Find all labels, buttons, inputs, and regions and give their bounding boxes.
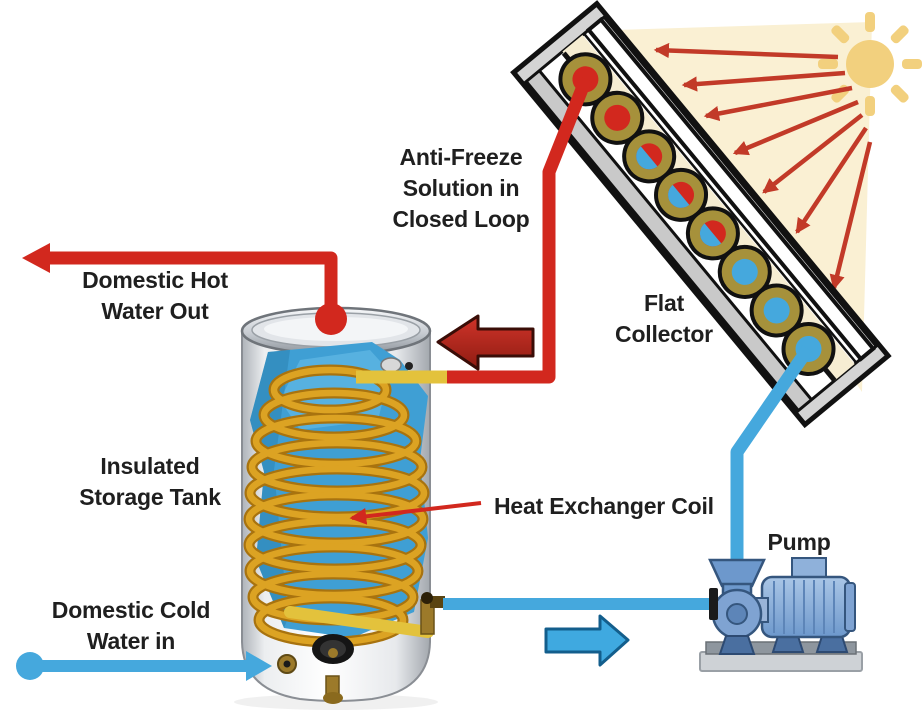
collector-tube-mixed [654, 167, 709, 222]
pump-label: Pump [754, 527, 844, 558]
sun-disc [846, 40, 894, 88]
pump-motor [760, 575, 852, 639]
solar-radiation-arrow [795, 126, 868, 234]
pump-volute-foot [718, 635, 756, 655]
anti-freeze-label-line1: Anti-Freeze [399, 144, 523, 170]
coil-loops-inner [245, 366, 428, 646]
brass-elbow-top [430, 596, 445, 608]
anti-freeze-label-line2: Solution in [402, 175, 520, 201]
flow-arrow-hot [436, 314, 535, 371]
pump-volute-hub [726, 603, 748, 625]
pump-motor-ribs [773, 580, 835, 634]
brass-valve [421, 592, 433, 604]
storage-tank-label: Insulated Storage Tank [45, 451, 255, 513]
tank-inlet-hole [283, 660, 291, 668]
solar-radiation-arrow [703, 85, 853, 122]
cold-pipe-collector-to-pump [730, 345, 814, 566]
tank-flange-bolt [328, 648, 338, 658]
flat-collector-label: Flat Collector [594, 288, 734, 350]
solar-radiation-arrows [653, 42, 873, 291]
solar-radiation-arrow [762, 113, 864, 194]
hot-water-out-arrowhead [22, 243, 50, 273]
solar-radiation-arrow [829, 141, 873, 291]
collector-tubes [558, 52, 836, 376]
pump-inlet-flange [709, 588, 718, 620]
pump-foot [815, 635, 849, 653]
tank-drain-cap [323, 692, 343, 704]
hot-water-out-label-line2: Water Out [101, 298, 209, 324]
storage-tank-label-line2: Storage Tank [79, 484, 221, 510]
heat-exchanger-coil-label: Heat Exchanger Coil [494, 491, 744, 522]
hot-water-out-pipe [46, 251, 338, 316]
anti-freeze-label-line3: Closed Loop [392, 206, 530, 232]
heat-exchanger-coil-label-text: Heat Exchanger Coil [494, 493, 714, 519]
hot-water-out-label-line1: Domestic Hot [82, 267, 228, 293]
hot-pipe-collector-to-tank [441, 76, 593, 384]
sun-icon [818, 12, 922, 116]
collector-tube-cold [749, 283, 804, 338]
solar-radiation-arrow [681, 70, 846, 92]
collector-glass [585, 16, 876, 362]
tank-sensor-dot [405, 362, 413, 370]
solar-radiation-arrow [732, 99, 859, 156]
pump-label-text: Pump [767, 529, 831, 555]
cold-water-in-label-line1: Domestic Cold [51, 597, 211, 623]
flat-collector-label-line1: Flat [643, 290, 685, 316]
solar-radiation-arrow [653, 42, 839, 60]
pump-foot [771, 635, 805, 653]
collector-glass-line [583, 32, 858, 364]
pump-motor-endcap [844, 582, 856, 632]
tank-top-connector-ball [315, 303, 347, 335]
cold-water-in-arrowhead [246, 651, 272, 681]
storage-tank [240, 306, 432, 704]
cold-water-in-label: Domestic Cold Water in [36, 595, 226, 657]
flat-collector-label-line2: Collector [615, 321, 713, 347]
storage-tank-label-line1: Insulated [100, 453, 200, 479]
cold-water-in-dot [16, 652, 44, 680]
pump-suction-funnel [708, 558, 766, 588]
coil-pointer-line [349, 501, 482, 525]
tank-thermostat-fitting [380, 357, 402, 373]
collector-tube-mixed [685, 206, 740, 261]
anti-freeze-label: Anti-Freeze Solution in Closed Loop [366, 142, 556, 235]
coil-outlet-pipe-yellow [284, 606, 434, 638]
cold-water-in-label-line2: Water in [86, 628, 176, 654]
hot-water-out-label: Domestic Hot Water Out [50, 265, 260, 327]
pump [699, 557, 863, 672]
flat-collector [510, 0, 892, 429]
flow-arrow-cold [544, 614, 630, 667]
